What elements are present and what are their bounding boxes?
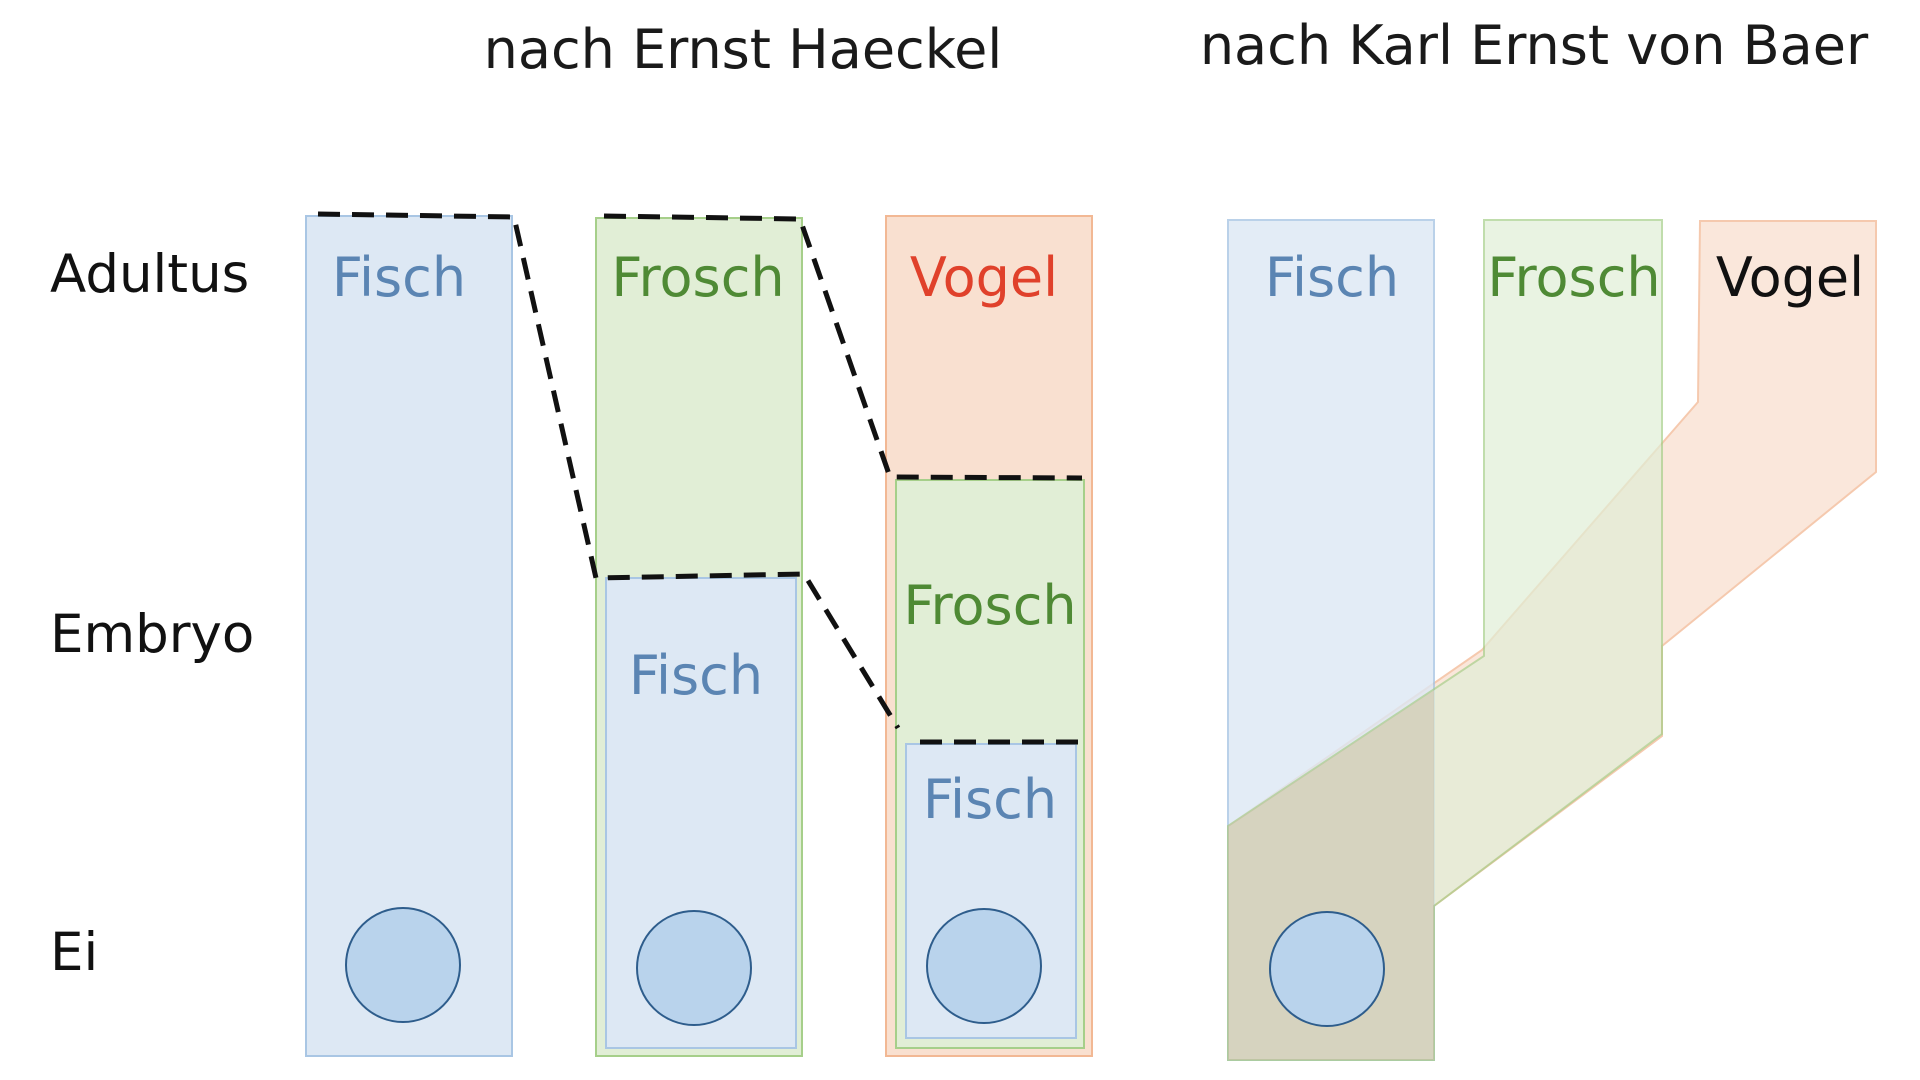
haeckel-bird-inner-fish-label: Fisch (923, 768, 1057, 831)
title-haeckel: nach Ernst Haeckel (484, 18, 1003, 81)
baer-egg (1269, 911, 1385, 1027)
haeckel-bird-inner-frog-label: Frosch (903, 574, 1076, 637)
row-label-egg: Ei (50, 922, 98, 983)
haeckel-bird-egg (926, 908, 1042, 1024)
haeckel-frog-inner-fish-label: Fisch (629, 644, 763, 707)
baer-frog-label: Frosch (1487, 246, 1660, 309)
title-baer: nach Karl Ernst von Baer (1200, 14, 1869, 77)
haeckel-bird-label: Vogel (910, 246, 1058, 309)
baer-fish-label: Fisch (1265, 246, 1399, 309)
haeckel-frog-egg (636, 910, 752, 1026)
dashed-line-fish-stage (317, 211, 901, 730)
row-label-embryo: Embryo (50, 604, 254, 665)
haeckel-fish-egg (345, 907, 461, 1023)
baer-bird-label: Vogel (1716, 246, 1864, 309)
haeckel-fish-label: Fisch (332, 246, 466, 309)
dashed-line-frog-stage (603, 213, 1083, 481)
row-label-adult: Adultus (50, 244, 249, 305)
haeckel-frog-label: Frosch (611, 246, 784, 309)
